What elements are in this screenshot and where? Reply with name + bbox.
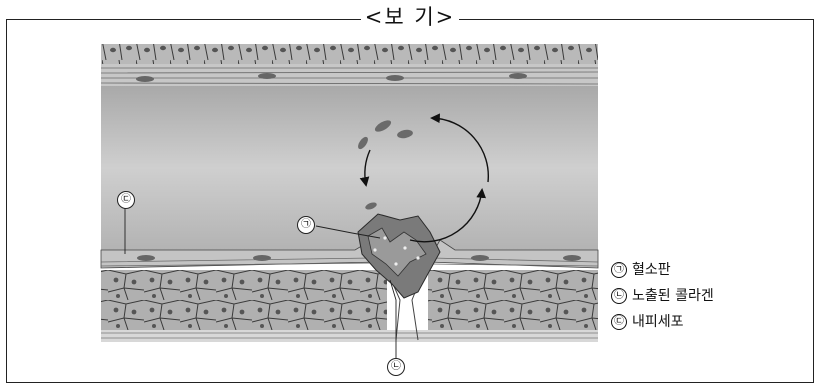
legend-symbol-c: ㉢: [611, 314, 627, 330]
legend-text-platelet: 혈소판: [632, 261, 671, 279]
legend-item-collagen: ㉡ 노출된 콜라겐: [611, 283, 714, 309]
legend-symbol-b: ㉡: [611, 288, 627, 304]
legend-text-collagen: 노출된 콜라겐: [632, 287, 714, 305]
legend-item-endothelium: ㉢ 내피세포: [611, 309, 714, 335]
callout-b: ㉡: [387, 358, 405, 376]
legend-text-endothelium: 내피세포: [632, 313, 684, 331]
vessel-lumen: [101, 86, 598, 250]
callout-a: ㉠: [297, 216, 315, 234]
right-tissue-cells: [428, 270, 598, 330]
callout-c: ㉢: [117, 191, 135, 209]
legend-item-platelet: ㉠ 혈소판: [611, 257, 714, 283]
pointer-line-b: [390, 280, 396, 358]
left-tissue-cells: [101, 270, 387, 330]
top-wall-fibers: [101, 64, 598, 86]
legend-symbol-a: ㉠: [611, 262, 627, 278]
top-wall-cells: [101, 44, 598, 66]
legend: ㉠ 혈소판 ㉡ 노출된 콜라겐 ㉢ 내피세포: [611, 257, 714, 335]
